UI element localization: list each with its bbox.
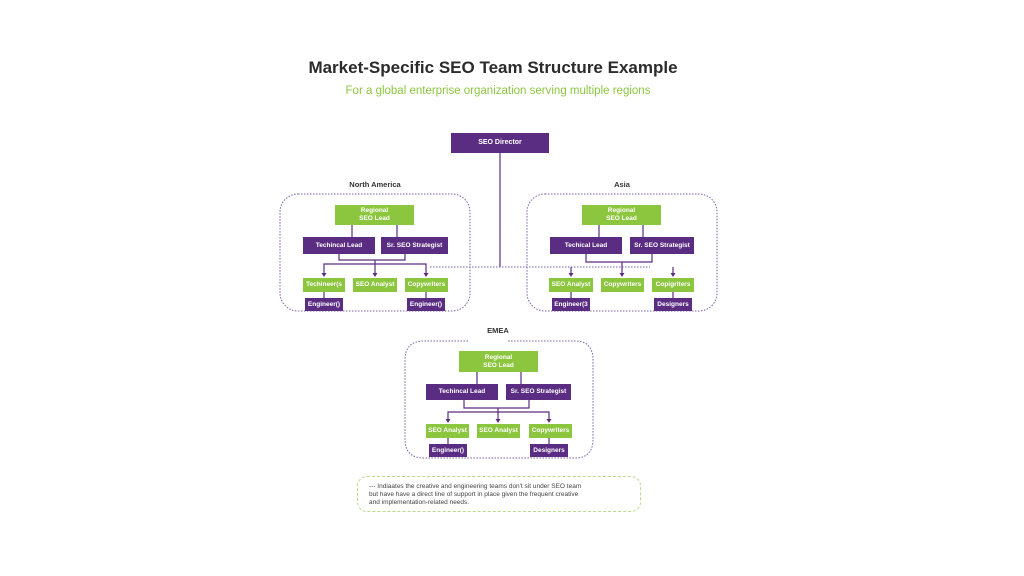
na-role-copywriters[interactable]: Copywriters <box>405 278 448 292</box>
emea-role-seo-analyst-2[interactable]: SEO Analyst <box>477 424 520 438</box>
emea-support-designers[interactable]: Designers <box>530 444 568 457</box>
asia-sr-seo-strategist[interactable]: Sr. SEO Strategist <box>630 237 694 254</box>
region-container-emea <box>404 340 594 459</box>
region-label-asia: Asia <box>614 180 630 189</box>
asia-technical-lead[interactable]: Techical Lead <box>550 237 622 254</box>
emea-role-seo-analyst-1[interactable]: SEO Analyst <box>426 424 469 438</box>
page-subtitle: For a global enterprise organization ser… <box>345 85 651 97</box>
region-label-north-america: North America <box>349 180 401 189</box>
emea-sr-seo-strategist[interactable]: Sr. SEO Strategist <box>506 384 571 400</box>
asia-support-engineer[interactable]: Engineer(3 <box>552 298 590 311</box>
seo-director-box[interactable]: SEO Director <box>451 133 549 153</box>
region-container-north-america <box>279 193 471 312</box>
emea-connectors <box>447 372 550 444</box>
emea-role-copywriters[interactable]: Copywriters <box>529 424 572 438</box>
page-title: Market-Specific SEO Team Structure Examp… <box>308 58 678 77</box>
na-role-seo-analyst[interactable]: SEO Analyst <box>353 278 397 292</box>
na-sr-seo-strategist[interactable]: Sr. SEO Strategist <box>381 237 448 254</box>
asia-role-seo-analyst[interactable]: SEO Analyst <box>549 278 593 292</box>
region-label-emea: EMEA <box>487 326 509 335</box>
asia-support-designers[interactable]: Designers <box>654 298 692 311</box>
legend-note-line-1: --- Indiaates the creative and engineeri… <box>369 483 582 490</box>
asia-connectors <box>570 225 674 298</box>
region-container-asia <box>526 193 718 312</box>
asia-role-copigriters[interactable]: Copigriters <box>652 278 694 292</box>
na-support-engineer-2[interactable]: Engineer() <box>407 298 445 311</box>
legend-note-line-2: but have have a direct line of support i… <box>369 491 579 498</box>
na-regional-seo-lead[interactable]: Regional SEO Lead <box>335 205 414 225</box>
na-technical-lead[interactable]: Techincal Lead <box>303 237 375 254</box>
legend-note-line-3: and implementation-related needs. <box>369 499 470 506</box>
asia-regional-seo-lead[interactable]: Regional SEO Lead <box>582 205 661 225</box>
legend-note: --- Indiaates the creative and engineeri… <box>357 476 641 512</box>
emea-technical-lead[interactable]: Techincal Lead <box>426 384 498 400</box>
na-role-techineers[interactable]: Techineer(s <box>303 278 345 292</box>
emea-regional-seo-lead[interactable]: Regional SEO Lead <box>459 351 538 372</box>
emea-support-engineer[interactable]: Engineer() <box>429 444 467 457</box>
asia-role-copywriters[interactable]: Copywriters <box>601 278 644 292</box>
na-support-engineer-1[interactable]: Engineer() <box>305 298 343 311</box>
na-connectors <box>323 225 427 298</box>
